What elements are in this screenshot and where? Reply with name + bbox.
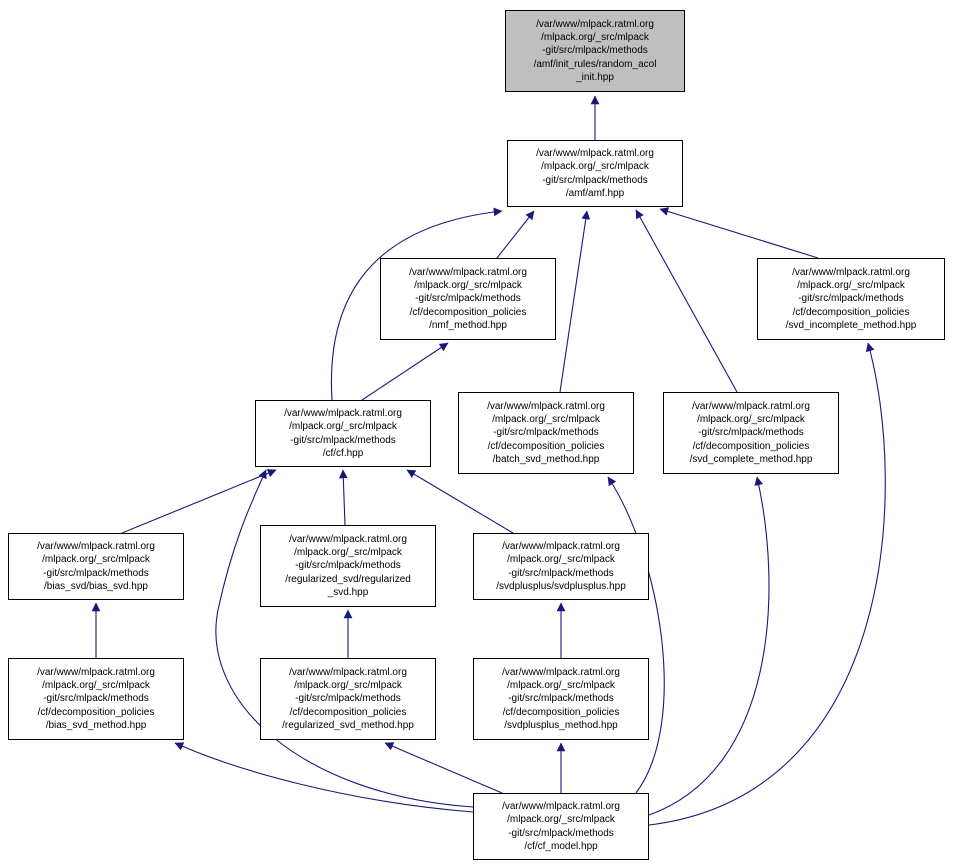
node-amf-hpp[interactable]: /var/www/mlpack.ratml.org /mlpack.org/_s… — [507, 140, 683, 207]
edge-batch-svd-method-to-amf — [559, 210, 591, 393]
edge-cf-to-nmf-method — [361, 342, 449, 401]
edge-nmf-method-to-amf — [496, 210, 535, 259]
edge-regularized-svd-to-cf — [338, 469, 348, 526]
node-regularized-svd-hpp[interactable]: /var/www/mlpack.ratml.org /mlpack.org/_s… — [260, 525, 436, 607]
node-bias-svd-hpp[interactable]: /var/www/mlpack.ratml.org /mlpack.org/_s… — [8, 533, 184, 600]
node-svdplusplus-method-hpp[interactable]: /var/www/mlpack.ratml.org /mlpack.org/_s… — [473, 658, 649, 740]
edge-svd-incomplete-method-to-amf — [659, 207, 819, 259]
node-random-acol-init-hpp[interactable]: /var/www/mlpack.ratml.org /mlpack.org/_s… — [505, 10, 685, 92]
node-svd-incomplete-method-hpp[interactable]: /var/www/mlpack.ratml.org /mlpack.org/_s… — [757, 258, 945, 340]
edge-cf-model-to-bias-svd-method — [174, 742, 474, 813]
node-svdplusplus-hpp[interactable]: /var/www/mlpack.ratml.org /mlpack.org/_s… — [473, 533, 649, 600]
node-batch-svd-method-hpp[interactable]: /var/www/mlpack.ratml.org /mlpack.org/_s… — [458, 392, 634, 474]
edge-cf-to-amf — [330, 207, 503, 401]
edge-svd-complete-method-to-amf — [635, 209, 738, 393]
edge-svdplusplus-to-cf — [406, 469, 514, 534]
edge-bias-svd-to-cf — [121, 469, 277, 534]
node-regularized-svd-method-hpp[interactable]: /var/www/mlpack.ratml.org /mlpack.org/_s… — [260, 658, 436, 740]
node-cf-hpp[interactable]: /var/www/mlpack.ratml.org /mlpack.org/_s… — [255, 400, 431, 467]
edge-cf-model-to-batch-svd-method — [607, 476, 665, 794]
node-svd-complete-method-hpp[interactable]: /var/www/mlpack.ratml.org /mlpack.org/_s… — [663, 392, 839, 474]
edge-cf-model-to-svd-incomplete-method — [648, 342, 886, 826]
edge-cf-model-to-cf — [215, 469, 474, 808]
node-bias-svd-method-hpp[interactable]: /var/www/mlpack.ratml.org /mlpack.org/_s… — [8, 658, 184, 740]
edge-cf-model-to-regularized-svd-method — [384, 742, 503, 794]
node-nmf-method-hpp[interactable]: /var/www/mlpack.ratml.org /mlpack.org/_s… — [380, 258, 556, 340]
edge-cf-model-to-svd-complete-method — [648, 476, 770, 816]
node-cf-model-hpp[interactable]: /var/www/mlpack.ratml.org /mlpack.org/_s… — [473, 793, 649, 860]
